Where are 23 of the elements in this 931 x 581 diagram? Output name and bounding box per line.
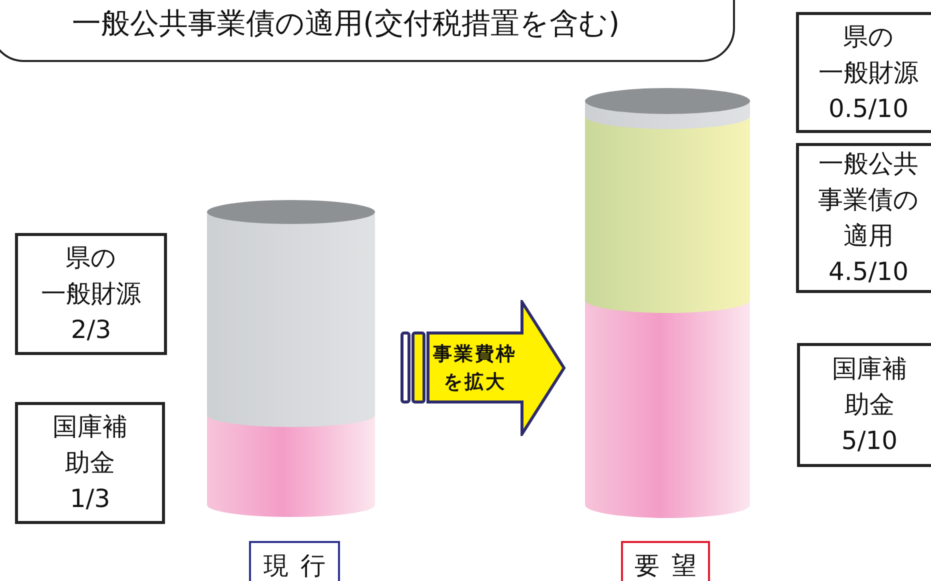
label-text: 県の一般財源 [818, 20, 920, 88]
fraction-text: 5/10 [841, 425, 898, 457]
label-box [797, 343, 931, 467]
fraction-text: 2/3 [70, 314, 112, 346]
label-text: 国庫補助金 [52, 411, 128, 479]
label-box [796, 143, 931, 293]
caption-box [621, 541, 710, 581]
fraction-text: 0.5/10 [828, 92, 908, 124]
label-box [15, 233, 167, 355]
arrow-label: 事業費枠を拡大 [432, 342, 518, 395]
label-text: 要望 [634, 550, 708, 581]
label-text: 現行 [264, 550, 338, 581]
label-box [15, 402, 165, 524]
label-text: 一般公共事業債の適用 [817, 148, 920, 252]
fraction-text: 1/3 [70, 483, 110, 515]
label-text: 一般公共事業債の適用(交付税措置を含む) [72, 5, 620, 42]
fraction-text: 4.5/10 [828, 256, 908, 288]
label-text: 国庫補助金 [831, 353, 908, 421]
label-text: 県の一般財源 [40, 242, 142, 310]
label-box [796, 12, 931, 133]
title-callout [0, 0, 735, 62]
caption-box [249, 541, 340, 581]
block-arrow [400, 300, 566, 436]
